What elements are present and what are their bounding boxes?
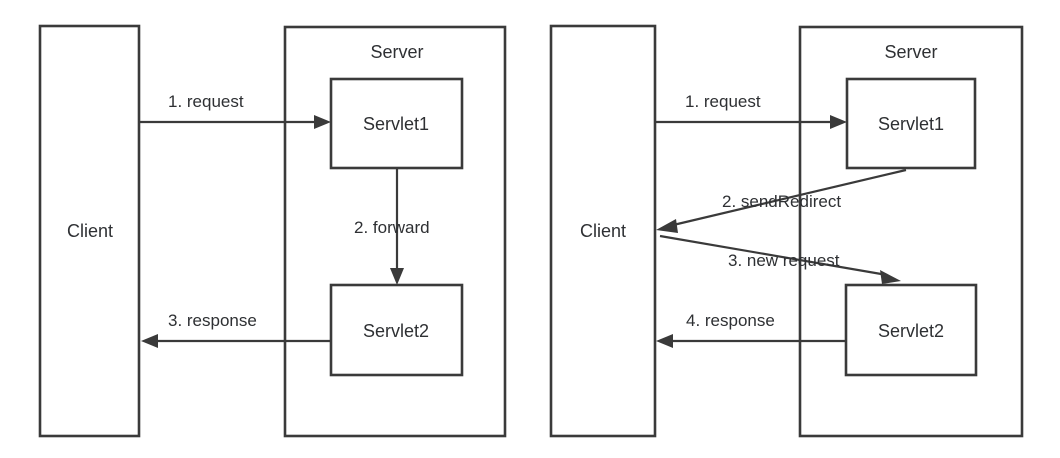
panel-sendredirect: Client Server Servlet1 Servlet2 1. reque… xyxy=(549,24,1024,438)
arrow-head-response-redirect xyxy=(656,334,673,348)
arrow-head-response-forward xyxy=(141,334,158,348)
servlet2-label-redirect: Servlet2 xyxy=(878,321,944,341)
arrow-line-sendredirect xyxy=(668,168,907,228)
server-label-forward: Server xyxy=(370,42,423,62)
step-label-2-redirect: 2. sendRedirect xyxy=(722,192,841,211)
panel-forward: Client Server Servlet1 Servlet2 1. reque… xyxy=(38,24,507,438)
step-label-1-forward: 1. request xyxy=(168,92,244,111)
client-box-forward[interactable] xyxy=(38,24,141,438)
servlet2-box-redirect[interactable] xyxy=(844,283,978,377)
servlet2-box-forward[interactable] xyxy=(329,283,464,377)
client-box-redirect[interactable] xyxy=(549,24,657,438)
step-label-2-forward: 2. forward xyxy=(354,218,430,237)
arrow-head-request-forward xyxy=(314,115,331,129)
client-label-forward: Client xyxy=(67,221,113,241)
step-label-3-forward: 3. response xyxy=(168,311,257,330)
arrow-head-forward-forward xyxy=(390,268,404,285)
servlet1-label-redirect: Servlet1 xyxy=(878,114,944,134)
servlet1-box-redirect[interactable] xyxy=(845,77,977,170)
arrow-line-newrequest-redirect xyxy=(659,234,888,277)
step-label-3-redirect: 3. new request xyxy=(728,251,840,270)
servlet1-label-forward: Servlet1 xyxy=(363,114,429,134)
arrow-head-request-redirect xyxy=(830,115,847,129)
step-label-1-redirect: 1. request xyxy=(685,92,761,111)
client-label-redirect: Client xyxy=(580,221,626,241)
step-label-4-redirect: 4. response xyxy=(686,311,775,330)
arrow-head-sendredirect xyxy=(656,219,678,233)
servlet2-label-forward: Servlet2 xyxy=(363,321,429,341)
server-label-redirect: Server xyxy=(884,42,937,62)
arrow-head-newrequest-redirect xyxy=(880,270,901,284)
